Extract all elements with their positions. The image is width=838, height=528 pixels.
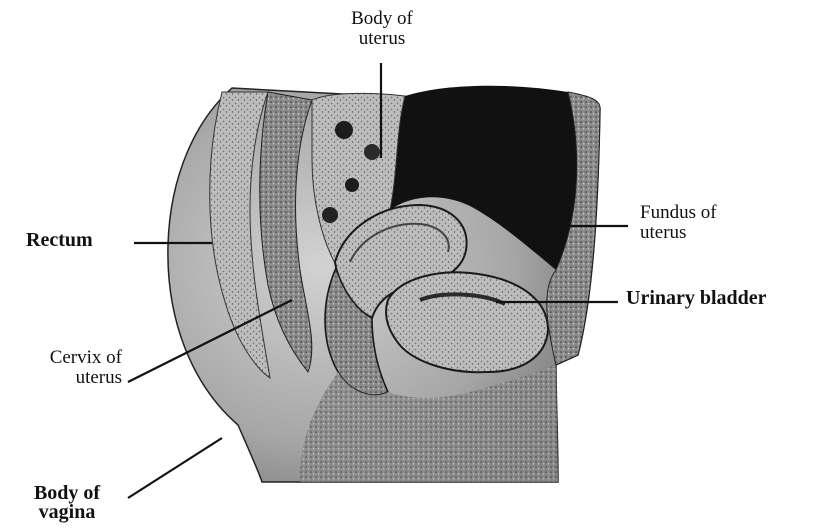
label-fundus-of-uterus-line2: uterus: [640, 223, 717, 243]
label-body-of-uterus-line2: uterus: [334, 29, 430, 49]
label-cervix-of-uterus-line1: Cervix of: [6, 348, 122, 368]
label-cervix-of-uterus-line2: uterus: [6, 368, 122, 388]
label-rectum: Rectum: [26, 230, 93, 251]
label-cervix-of-uterus: Cervix of uterus: [6, 348, 122, 388]
label-fundus-of-uterus: Fundus of uterus: [640, 203, 717, 243]
label-body-of-uterus-line1: Body of: [334, 9, 430, 29]
label-fundus-of-uterus-line1: Fundus of: [640, 203, 717, 223]
label-body-of-uterus: Body of uterus: [334, 9, 430, 49]
label-body-of-vagina-line2: vagina: [10, 503, 124, 522]
label-body-of-vagina: Body of vagina: [10, 484, 124, 522]
label-urinary-bladder: Urinary bladder: [626, 288, 767, 309]
